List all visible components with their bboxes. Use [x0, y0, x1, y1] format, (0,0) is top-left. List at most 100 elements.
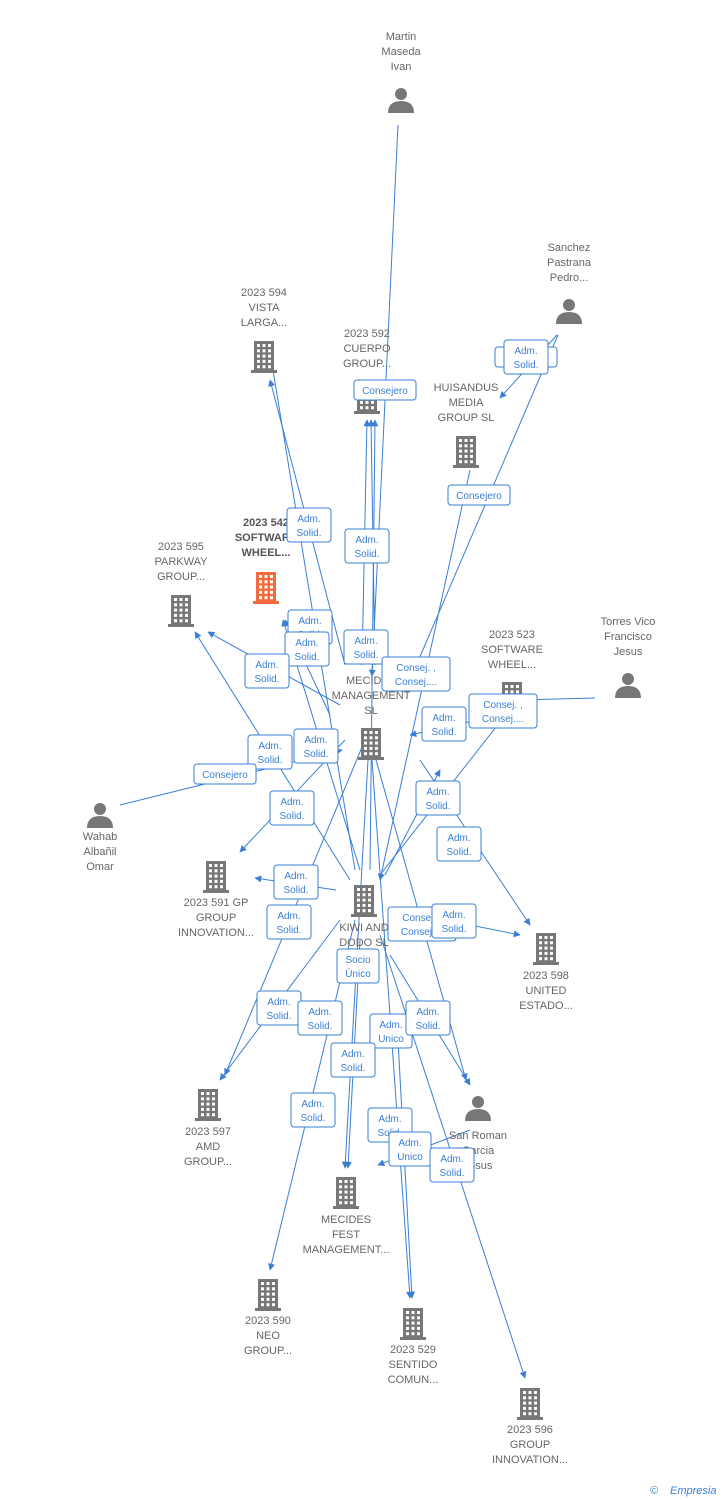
badge-box[interactable]	[436, 826, 482, 862]
relation-badge[interactable]: Adm.Solid.	[293, 728, 339, 764]
node-label-line[interactable]: Torres Vico	[601, 616, 656, 628]
relation-badge[interactable]: Consejero	[193, 763, 257, 785]
relation-badge[interactable]: Adm.Unico	[388, 1131, 432, 1167]
badge-box[interactable]	[286, 507, 332, 543]
relation-badge[interactable]: Adm.Solid.	[244, 653, 290, 689]
node-label-line[interactable]: SOFTWARE	[235, 532, 297, 544]
badge-label[interactable]: Solid.	[294, 652, 319, 663]
badge-box[interactable]	[193, 763, 257, 785]
badge-label[interactable]: Consej. ,	[483, 700, 522, 711]
relation-badge[interactable]: Consej. ,Consej....	[381, 656, 451, 692]
badge-label[interactable]: Consej....	[401, 927, 443, 938]
badge-label[interactable]: Solid.	[307, 1021, 332, 1032]
badge-label[interactable]: Adm.	[416, 1007, 439, 1018]
badge-box[interactable]	[405, 1000, 451, 1036]
building-icon[interactable]	[251, 341, 277, 373]
node-kiwi[interactable]: KIWI AND DODO SL	[339, 885, 389, 949]
badge-label[interactable]: Solid.	[296, 528, 321, 539]
badge-label[interactable]: Adm.	[258, 741, 281, 752]
badge-label[interactable]: Adm.	[514, 346, 537, 357]
badge-box[interactable]	[290, 1092, 336, 1128]
building-icon[interactable]	[533, 933, 559, 965]
badge-box[interactable]	[269, 790, 315, 826]
badge-label[interactable]: Solid.	[513, 360, 538, 371]
relation-badge[interactable]: Adm.Solid.	[256, 990, 302, 1026]
node-label-line[interactable]: 2023 598	[523, 970, 569, 982]
relation-badge[interactable]: Adm.Solid.	[421, 706, 467, 742]
badge-label[interactable]: Solid.	[354, 549, 379, 560]
badge-label[interactable]: Adm.	[301, 1099, 324, 1110]
badge-label[interactable]: Solid.	[257, 755, 282, 766]
badge-box[interactable]	[447, 484, 511, 506]
badge-label[interactable]: Adm.	[341, 1049, 364, 1060]
badge-label[interactable]: Consejero	[202, 770, 248, 781]
badge-box[interactable]	[284, 631, 330, 667]
node-label-line[interactable]: 2023 542	[243, 517, 289, 529]
relation-badge[interactable]: Adm.Solid.	[415, 780, 461, 816]
badge-box[interactable]	[503, 339, 549, 375]
badge-label[interactable]: Consejero	[456, 491, 502, 502]
badge-label[interactable]: Solid.	[279, 811, 304, 822]
badge-box[interactable]	[297, 1000, 343, 1036]
node-label-line[interactable]: GROUP	[196, 912, 236, 924]
node-label-line[interactable]: Pedro...	[550, 272, 589, 284]
node-label-line[interactable]: GROUP...	[184, 1156, 232, 1168]
node-label-line[interactable]: 2023 591 GP	[184, 897, 249, 909]
relation-badge[interactable]: Adm.Solid.	[290, 1092, 336, 1128]
relation-badge[interactable]: Adm.Solid.	[431, 903, 477, 939]
node-label-line[interactable]: Wahab	[83, 831, 117, 843]
node-label-line[interactable]: 2023 529	[390, 1344, 436, 1356]
building-icon[interactable]	[168, 595, 194, 627]
node-label-line[interactable]: Maseda	[381, 46, 421, 58]
node-label-line[interactable]: Pastrana	[547, 257, 592, 269]
person-icon[interactable]	[465, 1096, 491, 1121]
badge-box[interactable]	[330, 1042, 376, 1078]
badge-label[interactable]: Solid.	[425, 801, 450, 812]
node-label-line[interactable]: Francisco	[604, 631, 652, 643]
node-label-line[interactable]: Ivan	[391, 61, 412, 73]
badge-label[interactable]: Solid.	[303, 749, 328, 760]
node-c598[interactable]: 2023 598UNITEDESTADO...	[519, 933, 573, 1012]
node-c594[interactable]: 2023 594VISTALARGA...	[241, 287, 287, 373]
relation-badge[interactable]: Consejero	[353, 379, 417, 401]
badge-box[interactable]	[336, 948, 380, 984]
relation-badge[interactable]: Adm.Solid.	[284, 631, 330, 667]
relation-badge[interactable]: Adm.Solid.	[297, 1000, 343, 1036]
person-icon[interactable]	[388, 88, 414, 113]
badge-box[interactable]	[344, 528, 390, 564]
badge-label[interactable]: Adm.	[447, 833, 470, 844]
badge-label[interactable]: Solid.	[446, 847, 471, 858]
badge-box[interactable]	[273, 864, 319, 900]
node-label-line[interactable]: GROUP	[510, 1439, 550, 1451]
badge-label[interactable]: Adm.	[442, 910, 465, 921]
badge-label[interactable]: Unico	[378, 1034, 404, 1045]
node-label-line[interactable]: MANAGEMENT	[332, 690, 411, 702]
node-label-line[interactable]: VISTA	[249, 302, 281, 314]
node-label-line[interactable]: KIWI AND	[339, 922, 389, 934]
building-icon[interactable]	[358, 728, 384, 760]
badge-label[interactable]: Consej....	[482, 714, 524, 725]
node-label-line[interactable]: Albañil	[83, 846, 116, 858]
brand-logo[interactable]: Empresia	[670, 1485, 716, 1497]
badge-label[interactable]: Adm.	[432, 713, 455, 724]
badge-label[interactable]: Adm.	[440, 1154, 463, 1165]
relation-badge[interactable]: Adm.Solid.	[344, 528, 390, 564]
node-label-line[interactable]: DODO SL	[339, 937, 389, 949]
badge-box[interactable]	[429, 1147, 475, 1183]
badge-label[interactable]: Adm.	[267, 997, 290, 1008]
relation-badge[interactable]: Consejero	[447, 484, 511, 506]
building-icon[interactable]	[255, 1279, 281, 1311]
relation-badge[interactable]: Adm. Solid.	[503, 339, 549, 375]
node-label-line[interactable]: GROUP...	[157, 571, 205, 583]
node-label-line[interactable]: COMUN...	[388, 1374, 439, 1386]
badge-box[interactable]	[468, 693, 538, 729]
node-label-line[interactable]: MEDIA	[449, 397, 485, 409]
badge-label[interactable]: Solid.	[439, 1168, 464, 1179]
badge-label[interactable]: Consej....	[395, 677, 437, 688]
building-icon[interactable]	[400, 1308, 426, 1340]
badge-box[interactable]	[293, 728, 339, 764]
